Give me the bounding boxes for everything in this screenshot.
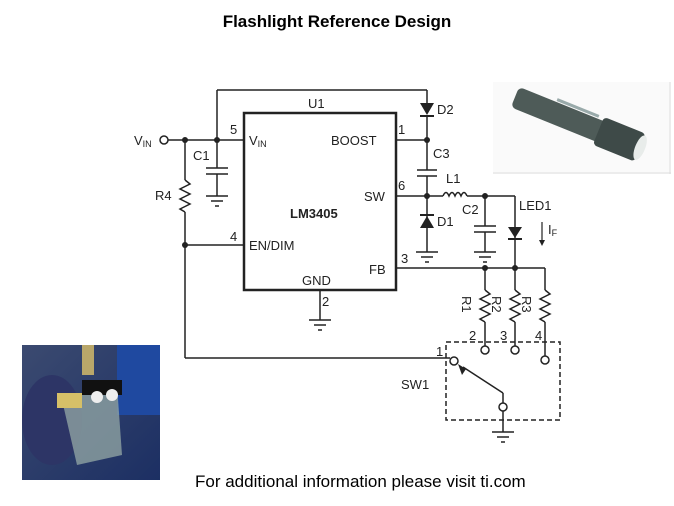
led-icon bbox=[508, 227, 522, 238]
r4-label: R4 bbox=[155, 188, 172, 203]
c2-label: C2 bbox=[462, 202, 479, 217]
ic-part: LM3405 bbox=[290, 206, 338, 221]
svg-text:1: 1 bbox=[398, 122, 405, 137]
svg-text:5: 5 bbox=[230, 122, 237, 137]
flashlight-photo bbox=[493, 82, 671, 174]
svg-text:6: 6 bbox=[398, 178, 405, 193]
sw1-label: SW1 bbox=[401, 377, 429, 392]
d2-diode-icon bbox=[420, 103, 434, 115]
vin-terminal bbox=[159, 135, 169, 145]
pin-sw: SW bbox=[364, 189, 386, 204]
svg-text:2: 2 bbox=[322, 294, 329, 309]
r1-label: R1 bbox=[459, 296, 474, 313]
l1-label: L1 bbox=[446, 171, 460, 186]
c3-label: C3 bbox=[433, 146, 450, 161]
ic-ref: U1 bbox=[308, 96, 325, 111]
svg-text:3: 3 bbox=[500, 328, 507, 343]
led1-label: LED1 bbox=[519, 198, 552, 213]
pin-fb: FB bbox=[369, 262, 386, 277]
footer-text: For additional information please visit … bbox=[195, 472, 526, 491]
r2-label: R2 bbox=[489, 296, 504, 313]
junction-dots bbox=[182, 137, 518, 271]
vin-label: VIN bbox=[134, 133, 152, 149]
wires bbox=[159, 89, 561, 443]
pin-boost: BOOST bbox=[331, 133, 377, 148]
switch-arrow-icon bbox=[458, 364, 466, 375]
r3-label: R3 bbox=[519, 296, 534, 313]
headlamp-photo bbox=[22, 345, 160, 480]
if-label: IF bbox=[548, 222, 558, 238]
pin-vin: VIN bbox=[249, 133, 267, 149]
pin-en-dim: EN/DIM bbox=[249, 238, 295, 253]
svg-text:3: 3 bbox=[401, 251, 408, 266]
svg-text:1: 1 bbox=[436, 344, 443, 359]
svg-text:2: 2 bbox=[469, 328, 476, 343]
slide-title: Flashlight Reference Design bbox=[222, 12, 452, 31]
svg-text:4: 4 bbox=[230, 229, 237, 244]
d2-label: D2 bbox=[437, 102, 454, 117]
d1-label: D1 bbox=[437, 214, 454, 229]
svg-text:4: 4 bbox=[535, 328, 542, 343]
c1-label: C1 bbox=[193, 148, 210, 163]
d1-diode-icon bbox=[420, 216, 434, 228]
pin-gnd: GND bbox=[302, 273, 331, 288]
